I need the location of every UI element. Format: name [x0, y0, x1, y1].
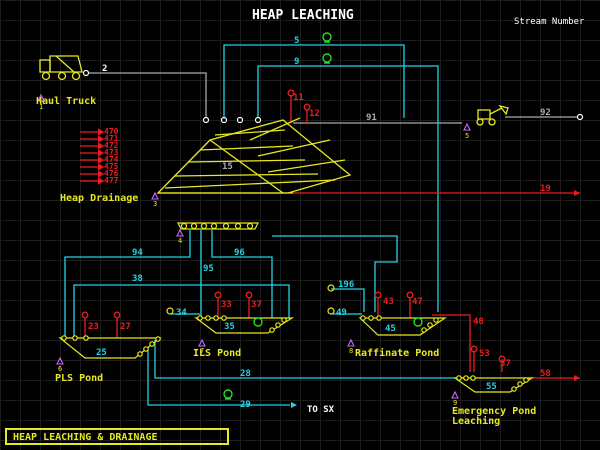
- distribution-header[interactable]: [177, 222, 259, 230]
- stream-96-label: 96: [234, 248, 245, 258]
- stream-number-legend: Stream Number: [514, 17, 585, 27]
- stream-95-label: 95: [203, 264, 214, 274]
- stream-35-label: 35: [224, 322, 235, 332]
- stream-33-label: 33: [221, 300, 232, 310]
- stream-94-label: 94: [132, 248, 143, 258]
- emergency-pond[interactable]: [453, 375, 535, 393]
- drain-number: 474: [104, 155, 119, 164]
- stream-91-label: 91: [366, 113, 377, 123]
- equipment-tag: 7: [200, 347, 204, 355]
- stream-19-label: 19: [540, 184, 551, 194]
- feed-lines: [86, 72, 580, 124]
- heap-drainage-label: Heap Drainage: [60, 193, 139, 204]
- stream-48-label: 48: [473, 317, 484, 327]
- to-sx-label: TO SX: [307, 405, 335, 415]
- stream-196-label: 196: [338, 280, 354, 290]
- stream-94-line[interactable]: [64, 230, 191, 338]
- stream-25-label: 25: [96, 348, 107, 358]
- stream-34-label: 34: [176, 308, 187, 318]
- equipment-tag: 3: [153, 200, 157, 208]
- stream-49-label: 49: [336, 308, 347, 318]
- drainage-number-list: 470 471 472 473 474 475 476 477: [104, 127, 119, 185]
- stream-28-label: 28: [240, 369, 251, 379]
- stream-48-line[interactable]: [432, 314, 471, 372]
- stream-9-label: 9: [294, 57, 299, 67]
- drainage-arrows: [80, 128, 105, 185]
- pls-pond-label: PLS Pond: [55, 373, 104, 384]
- haul-truck-label: Haul Truck: [36, 96, 97, 107]
- drain-number: 477: [104, 176, 119, 185]
- stream-96-line[interactable]: [211, 230, 273, 318]
- equipment-tag: 5: [465, 132, 469, 140]
- heap-pile[interactable]: [156, 117, 352, 194]
- stream-53-label: 53: [479, 349, 490, 359]
- stream-38-label: 38: [132, 274, 143, 284]
- raffinate-pond-label: Raffinate Pond: [355, 348, 440, 359]
- equipment-tag: 4: [178, 237, 182, 245]
- pump-symbols[interactable]: [166, 284, 335, 315]
- stream-196-line[interactable]: [331, 288, 365, 312]
- stream-37a-label: 37: [251, 300, 262, 310]
- equipment-tag: 9: [453, 399, 457, 407]
- stream-47-label: 47: [412, 297, 423, 307]
- stream-38-line[interactable]: [73, 284, 290, 338]
- heap-feed-nodes: [202, 116, 262, 124]
- stream-92-label: 92: [540, 108, 551, 118]
- red-lines: [84, 96, 580, 379]
- leaching-label: Leaching: [452, 416, 501, 427]
- drain-number: 476: [104, 169, 119, 178]
- stream-27-label: 27: [120, 322, 131, 332]
- page-title: HEAP LEACHING: [252, 8, 354, 23]
- equipment-tag: 6: [58, 365, 62, 373]
- equipment-tag-markers: [37, 93, 471, 399]
- drain-number: 473: [104, 148, 119, 157]
- green-flow-meters[interactable]: [223, 32, 423, 400]
- equipment-tag-labels: 1 5 3 4 6 7 8 9: [39, 103, 469, 407]
- drain-number: 475: [104, 162, 119, 171]
- stream-57-label: 57: [500, 359, 511, 369]
- stream-55-label: 55: [486, 382, 497, 392]
- white-end-nodes: [82, 69, 584, 121]
- section-banner[interactable]: HEAP LEACHING & DRAINAGE: [5, 428, 229, 445]
- stream-15-label: 15: [222, 162, 233, 172]
- stream-number-labels: 2 5 9 11 12 91 92 15 19 94 96 95 38 196 …: [88, 36, 551, 410]
- stream-2-label: 2: [102, 64, 107, 74]
- stream-5-line[interactable]: [223, 44, 405, 118]
- stream-58-label: 58: [540, 369, 551, 379]
- drain-number: 472: [104, 141, 119, 150]
- stream-11-label: 11: [293, 93, 304, 103]
- loader-icon[interactable]: [476, 104, 509, 126]
- stream-5-label: 5: [294, 36, 299, 46]
- emergency-pond-label: Emergency Pond: [452, 406, 537, 417]
- pls-pond[interactable]: [58, 335, 162, 359]
- drain-number: 471: [104, 134, 119, 143]
- stream-29-line[interactable]: [147, 350, 290, 406]
- drain-number: 470: [104, 127, 119, 136]
- equipment-tag: 1: [39, 103, 43, 111]
- stream-45-label: 45: [385, 324, 396, 334]
- raffinate-pond[interactable]: [358, 315, 447, 336]
- stream-9-line[interactable]: [257, 65, 439, 312]
- cyan-lines: [64, 44, 465, 406]
- flow-arrowheads: [291, 190, 580, 408]
- ils-pond-label: ILS Pond: [193, 348, 242, 359]
- stream-43-label: 43: [383, 297, 394, 307]
- red-instrument-nodes: [81, 89, 506, 363]
- haul-truck-icon[interactable]: [39, 55, 83, 81]
- pond-return-line[interactable]: [272, 235, 398, 312]
- stream-28-line[interactable]: [154, 340, 465, 379]
- ils-pond[interactable]: [194, 315, 295, 334]
- equipment-tag: 8: [349, 347, 353, 355]
- stream-12-label: 12: [309, 109, 320, 119]
- stream-2-line[interactable]: [86, 72, 207, 118]
- stream-23-label: 23: [88, 322, 99, 332]
- stream-29-label: 29: [240, 400, 251, 410]
